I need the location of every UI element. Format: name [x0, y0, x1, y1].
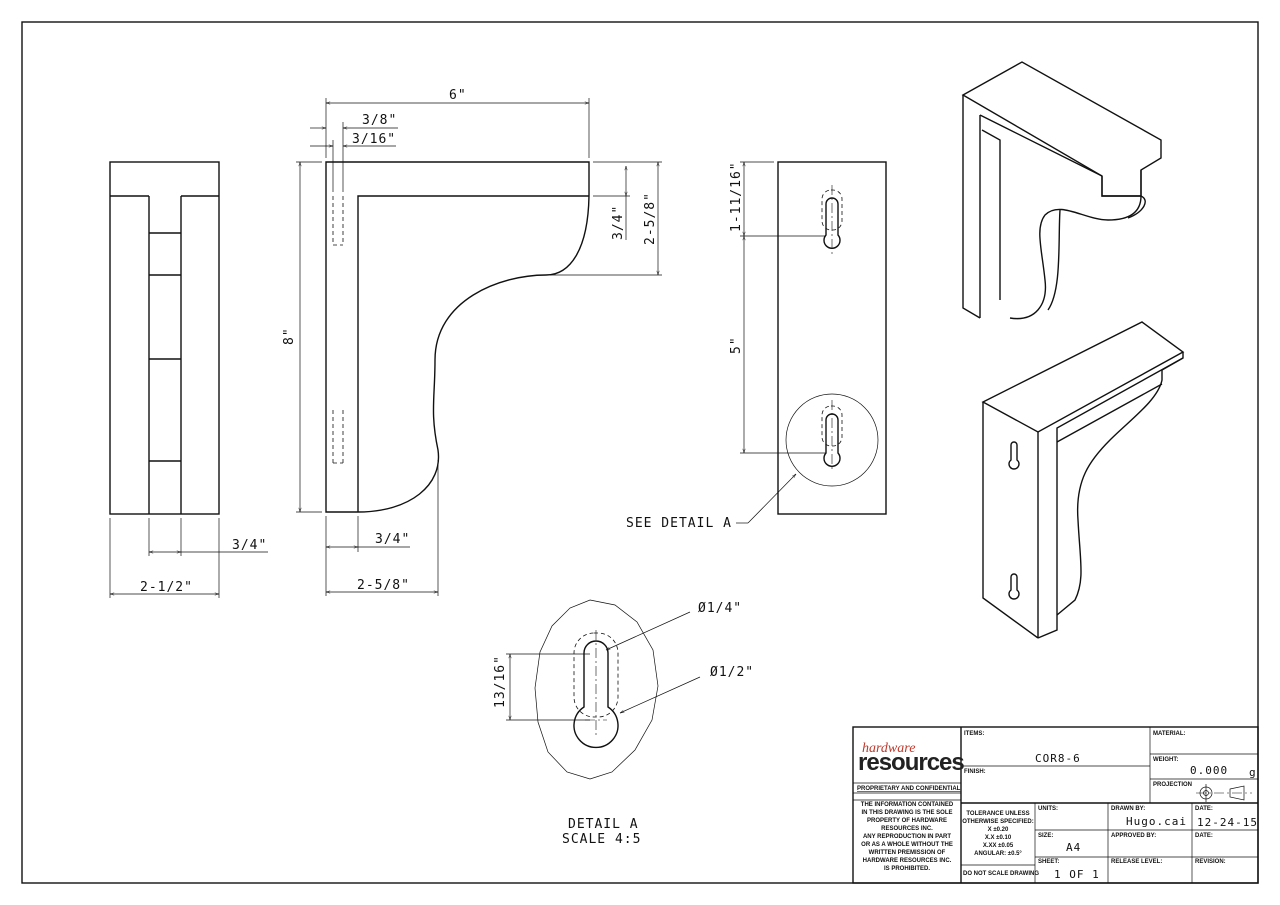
- svg-text:OR AS A WHOLE WITHOUT THE: OR AS A WHOLE WITHOUT THE: [861, 842, 953, 848]
- svg-text:RESOURCES INC.: RESOURCES INC.: [881, 826, 933, 832]
- size-value: A4: [1066, 841, 1081, 854]
- weight-unit: g: [1249, 766, 1257, 779]
- dim-3-4-top: 3/4": [611, 205, 626, 240]
- date2-label: DATE:: [1195, 833, 1213, 839]
- weight-label: WEIGHT:: [1153, 757, 1178, 763]
- sheet-label: SHEET:: [1038, 859, 1059, 865]
- svg-text:TOLERANCE UNLESS: TOLERANCE UNLESS: [966, 811, 1029, 817]
- dim-3-16: 3/16": [352, 132, 396, 147]
- projection-label: PROJECTION: [1153, 782, 1192, 788]
- proprietary-notice: THE INFORMATION CONTAINED IN THIS DRAWIN…: [861, 802, 954, 872]
- drawn-by-label: DRAWN BY:: [1111, 806, 1145, 812]
- svg-text:X.X ±0.10: X.X ±0.10: [985, 835, 1012, 841]
- items-label: ITEMS:: [964, 731, 984, 737]
- dim-dia-1-2: Ø1/2": [710, 665, 754, 680]
- svg-text:THE INFORMATION CONTAINED: THE INFORMATION CONTAINED: [861, 802, 954, 808]
- dim-overall-width: 6": [449, 88, 467, 103]
- sheet-border: [21, 21, 1259, 884]
- items-value: COR8-6: [1035, 752, 1081, 765]
- units-label: UNITS:: [1038, 806, 1058, 812]
- title-block: [852, 726, 1259, 884]
- detail-a-view: [506, 599, 701, 780]
- svg-text:IS PROHIBITED.: IS PROHIBITED.: [884, 866, 930, 872]
- proprietary-heading: PROPRIETARY AND CONFIDENTIAL: [857, 786, 961, 792]
- svg-text:ANGULAR: ±0.5°: ANGULAR: ±0.5°: [974, 851, 1022, 857]
- dim-13-16: 13/16": [493, 655, 508, 708]
- finish-label: FINISH:: [964, 769, 986, 775]
- dim-1-11-16: 1-11/16": [729, 161, 744, 232]
- dim-2-5-8-bottom: 2-5/8": [357, 578, 410, 593]
- svg-text:ANY REPRODUCTION IN PART: ANY REPRODUCTION IN PART: [863, 834, 951, 840]
- tolerance-block: TOLERANCE UNLESS OTHERWISE SPECIFIED: X …: [962, 811, 1034, 857]
- dim-front-2-1-2: 2-1/2": [140, 580, 193, 595]
- back-view: [736, 161, 887, 524]
- svg-text:X.XX ±0.05: X.XX ±0.05: [983, 843, 1014, 849]
- dim-5: 5": [729, 336, 744, 354]
- date-label: DATE:: [1195, 806, 1213, 812]
- do-not-scale-note: DO NOT SCALE DRAWING: [963, 871, 1039, 877]
- isometric-view-bottom: [981, 321, 1185, 639]
- dim-height-8: 8": [282, 327, 297, 345]
- drawn-by-value: Hugo.cai: [1126, 815, 1187, 828]
- front-view: [109, 161, 268, 598]
- date-value: 12-24-15: [1197, 816, 1258, 829]
- svg-text:HARDWARE RESOURCES INC.: HARDWARE RESOURCES INC.: [863, 858, 952, 864]
- approved-by-label: APPROVED BY:: [1111, 833, 1156, 839]
- detail-a-title: DETAIL A: [568, 817, 639, 832]
- dim-2-5-8-right: 2-5/8": [643, 192, 658, 245]
- release-level-label: RELEASE LEVEL:: [1111, 859, 1162, 865]
- company-logo: hardware resources: [858, 741, 965, 776]
- dim-dia-1-4: Ø1/4": [698, 601, 742, 616]
- sheet-value: 1 OF 1: [1054, 868, 1100, 881]
- size-label: SIZE:: [1038, 833, 1053, 839]
- revision-label: REVISION:: [1195, 859, 1226, 865]
- svg-text:PROPERTY OF HARDWARE: PROPERTY OF HARDWARE: [867, 818, 947, 824]
- side-view: [296, 98, 662, 596]
- svg-text:OTHERWISE SPECIFIED:: OTHERWISE SPECIFIED:: [962, 819, 1034, 825]
- projection-symbol-icon: [1196, 784, 1252, 802]
- dim-front-3-4: 3/4": [232, 538, 267, 553]
- weight-value: 0.000: [1190, 764, 1228, 777]
- isometric-view-top: [961, 61, 1162, 320]
- svg-text:WRITTEN PREMISSION OF: WRITTEN PREMISSION OF: [869, 850, 946, 856]
- svg-text:resources: resources: [858, 749, 964, 776]
- svg-text:hardware: hardware: [862, 741, 915, 756]
- svg-text:X ±0.20: X ±0.20: [988, 827, 1009, 833]
- dim-3-4-bottom: 3/4": [375, 532, 410, 547]
- svg-text:IN THIS DRAWING IS THE SOLE: IN THIS DRAWING IS THE SOLE: [861, 810, 952, 816]
- dim-3-8: 3/8": [362, 113, 397, 128]
- material-label: MATERIAL:: [1153, 731, 1186, 737]
- see-detail-a-label: SEE DETAIL A: [626, 516, 732, 531]
- detail-a-scale: SCALE 4:5: [562, 832, 641, 847]
